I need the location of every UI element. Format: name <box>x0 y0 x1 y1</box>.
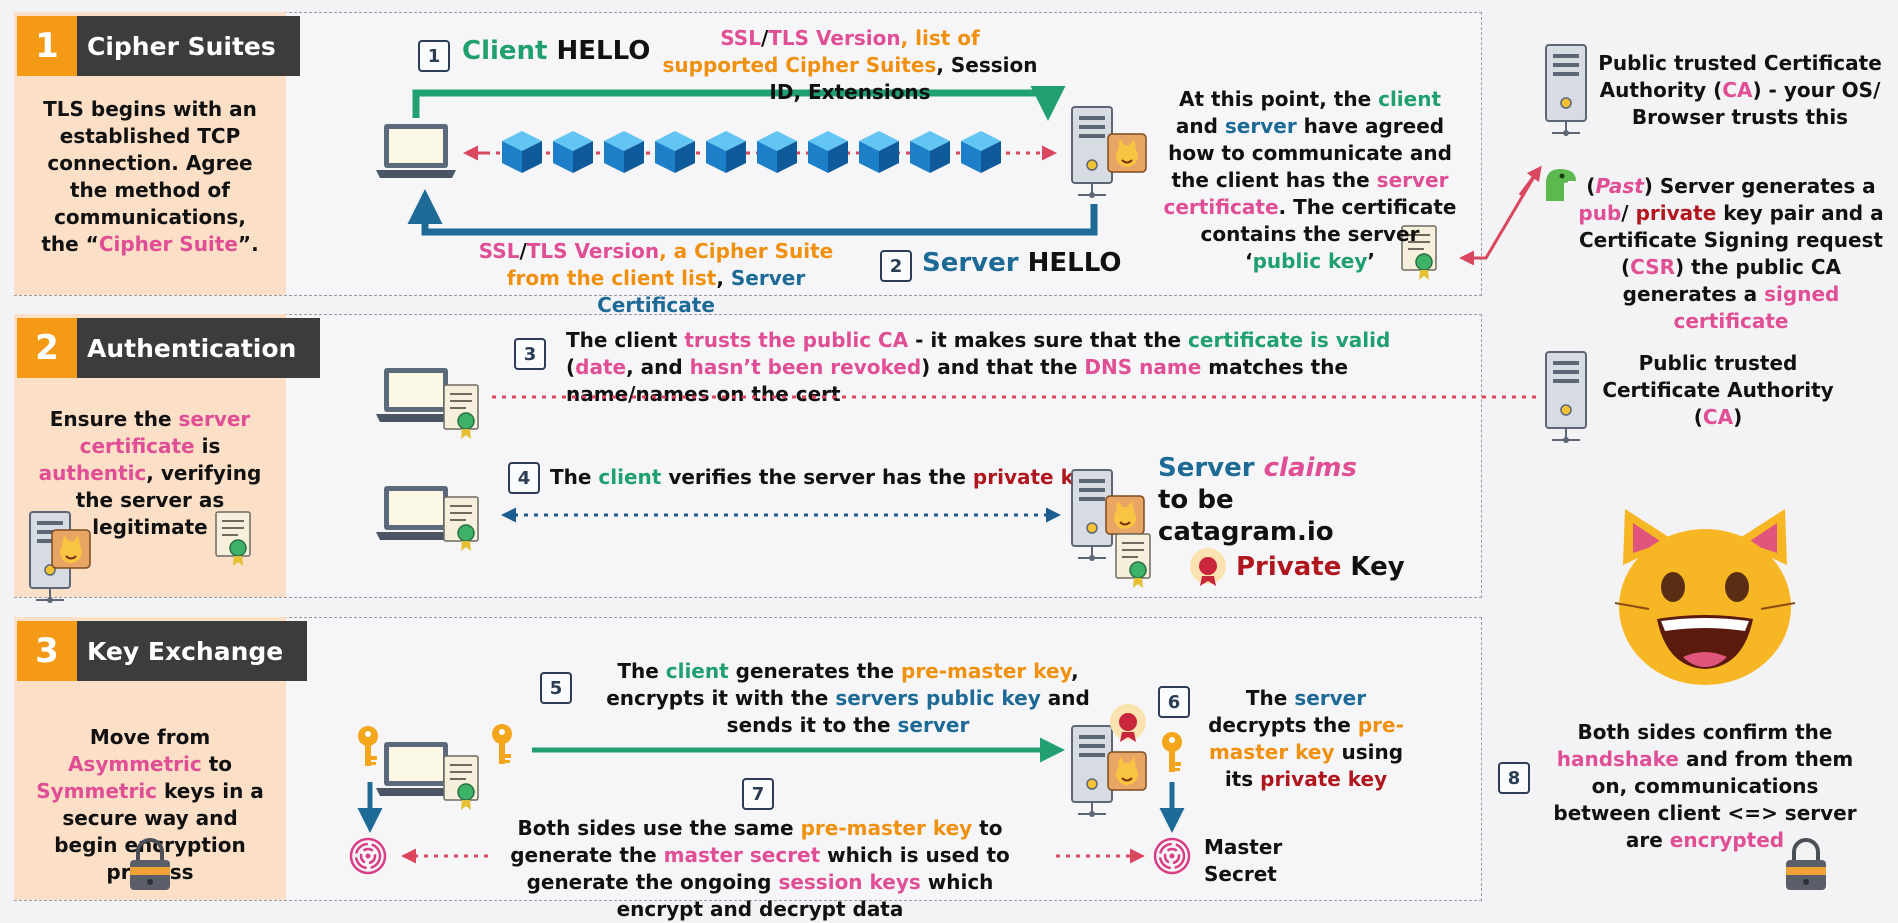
agreed-text: At this point, the client and server hav… <box>1163 87 1457 273</box>
server-fingerprint-icon <box>1153 837 1191 875</box>
client-hello-details: SSL/TLS Version, list of supported Ciphe… <box>662 26 1038 104</box>
server-decrypted-key-icon <box>1162 732 1182 772</box>
cat-box-key-icon <box>1107 751 1147 791</box>
section-3-description: Move from Asymmetric to Symmetric keys i… <box>36 725 264 884</box>
client-cert-key-icon <box>443 755 479 811</box>
sidebar-padlock-icon <box>128 838 172 892</box>
section-number: 1 <box>17 16 77 76</box>
client-fingerprint-icon <box>349 837 387 875</box>
section-number: 3 <box>17 621 77 681</box>
private-key-label: Private Key <box>1236 552 1405 582</box>
client-hello-label: Client HELLO <box>462 36 651 66</box>
server-claims-text: Server claims to be catagram.io <box>1158 453 1357 547</box>
step-2-badge: 2 <box>880 250 912 282</box>
server-hello-details: SSL/TLS Version, a Cipher Suite from the… <box>478 239 834 317</box>
step-4-badge: 4 <box>508 462 540 494</box>
section-2-description: Ensure the server certificate is authent… <box>38 407 262 539</box>
step-4-text: The client verifies the server has the p… <box>550 465 1100 489</box>
ca-mid-text: Public trusted Certificate Authority (CA… <box>1602 351 1834 429</box>
encrypted-key-icon <box>492 724 512 764</box>
past-text: (Past) Server generates a pub/ private k… <box>1578 174 1884 333</box>
step-5-badge: 5 <box>540 672 572 704</box>
section-1-header: 1 Cipher Suites <box>17 16 300 76</box>
server-hello-label: Server HELLO <box>922 248 1122 278</box>
section-title: Key Exchange <box>77 621 308 681</box>
section-3-header: 3 Key Exchange <box>17 621 308 681</box>
step-3-text: The client trusts the public CA - it mak… <box>566 328 1391 406</box>
step-6-text: The server decrypts the pre-master key u… <box>1208 686 1404 791</box>
server-key-icon <box>1071 725 1113 818</box>
section-1-description: TLS begins with an established TCP conne… <box>41 97 259 256</box>
step-1-badge: 1 <box>418 40 450 72</box>
server-seal-icon <box>1110 704 1146 742</box>
step-3-badge: 3 <box>514 338 546 370</box>
section-number: 2 <box>17 318 77 378</box>
section-title: Authentication <box>77 318 321 378</box>
cat-face-icon <box>1614 509 1796 685</box>
master-secret-label: Master Secret <box>1204 835 1283 886</box>
section-2-header: 2 Authentication <box>17 318 321 378</box>
step-8-text: Both sides confirm the handshake and fro… <box>1553 720 1857 852</box>
encrypted-padlock-icon <box>1784 838 1828 892</box>
step-5-text: The client generates the pre-master key,… <box>606 659 1090 737</box>
step-8-badge: 8 <box>1498 762 1530 794</box>
ca-top-text: Public trusted Certificate Authority (CA… <box>1598 51 1882 129</box>
section-title: Cipher Suites <box>77 16 300 76</box>
step-6-badge: 6 <box>1158 686 1190 718</box>
dinosaur-icon <box>1546 169 1576 201</box>
step-7-badge: 7 <box>742 778 774 810</box>
